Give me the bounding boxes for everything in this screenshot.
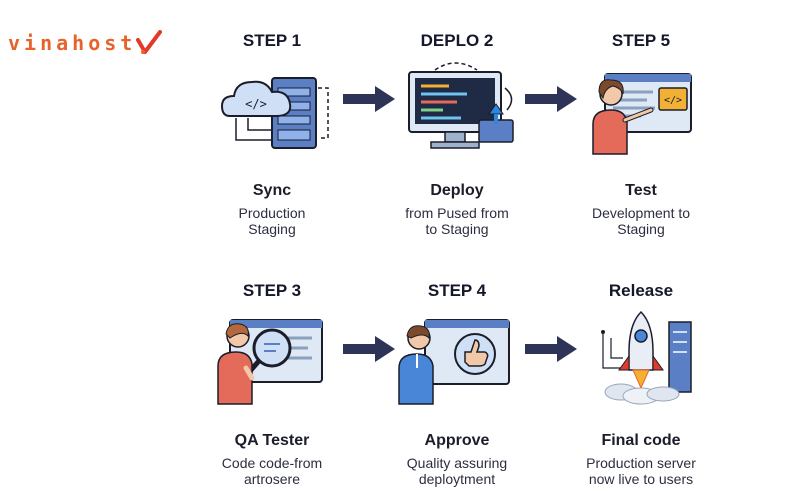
step-description: Production server now live to users bbox=[586, 455, 696, 487]
step-card-sync: STEP 1 </> Sync Production Staging bbox=[172, 30, 372, 237]
step-description: Development to Staging bbox=[591, 205, 691, 237]
step-title: Sync bbox=[252, 182, 292, 199]
developer-presenting-icon: </> bbox=[592, 73, 692, 155]
arrow-right-icon bbox=[343, 336, 395, 362]
qa-magnifier-icon bbox=[217, 319, 323, 405]
step-label: DEPLO 2 bbox=[420, 31, 494, 50]
step-title: Approve bbox=[424, 432, 490, 449]
step-card-release: Release Final code Production server now… bbox=[541, 280, 741, 487]
thumbs-up-approve-icon bbox=[398, 319, 510, 405]
step-description: from Pused from to Staging bbox=[405, 205, 509, 237]
step-card-test: STEP 5 </> Test Development to Staging bbox=[541, 30, 741, 237]
step-label: STEP 1 bbox=[242, 31, 302, 50]
arrow-right-icon bbox=[343, 86, 395, 112]
rocket-launch-icon bbox=[601, 310, 692, 405]
brand-logo: vinahost bbox=[8, 30, 163, 56]
step-card-qa-tester: STEP 3 QA Tester Code code-from artroser… bbox=[172, 280, 372, 487]
step-title: Test bbox=[625, 182, 657, 199]
arrow-right-icon bbox=[525, 86, 577, 112]
svg-text:</>: </> bbox=[245, 97, 267, 111]
cloud-server-icon: </> bbox=[220, 77, 329, 149]
arrow-right-icon bbox=[525, 336, 577, 362]
step-description: Code code-from artrosere bbox=[221, 455, 323, 487]
check-mark-icon bbox=[136, 30, 163, 54]
step-title: Deploy bbox=[430, 182, 484, 199]
step-card-deploy: DEPLO 2 Deploy from Pused from to Stagin… bbox=[357, 30, 557, 237]
step-label: STEP 3 bbox=[242, 281, 302, 300]
step-description: Production Staging bbox=[238, 205, 306, 237]
logo-text: vinahost bbox=[8, 31, 137, 55]
step-description: Quality assuring deploytment bbox=[406, 455, 508, 487]
step-card-approve: STEP 4 Approve Quality assuring deploytm… bbox=[357, 280, 557, 487]
step-title: Final code bbox=[601, 432, 681, 449]
step-label: STEP 4 bbox=[427, 281, 487, 300]
step-label: STEP 5 bbox=[611, 31, 671, 50]
step-title: QA Tester bbox=[234, 432, 310, 449]
monitor-code-deploy-icon bbox=[408, 62, 514, 149]
step-label: Release bbox=[608, 281, 674, 300]
svg-text:</>: </> bbox=[664, 95, 682, 106]
